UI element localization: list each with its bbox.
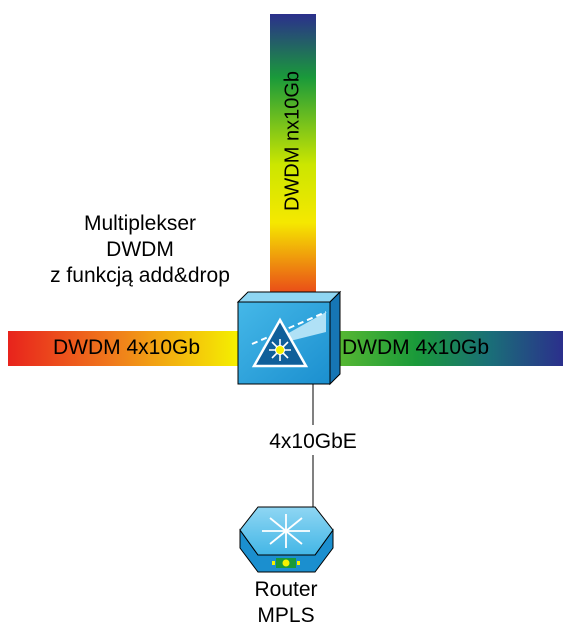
router-caption: Router MPLS <box>236 577 336 629</box>
link-label: 4x10GbE <box>269 430 357 453</box>
router-caption-line1: Router <box>254 578 318 601</box>
band-top-label: DWDM nx10Gb <box>281 70 304 212</box>
mux-caption: Multiplekser DWDM z funkcją add&drop <box>40 211 240 289</box>
band-right-label: DWDM 4x10Gb <box>342 336 490 359</box>
band-left <box>8 331 240 366</box>
band-right <box>337 331 563 366</box>
band-top <box>270 14 316 304</box>
mux-caption-line2: DWDM <box>106 238 174 261</box>
mux-caption-line1: Multiplekser <box>83 212 197 235</box>
band-left-label: DWDM 4x10Gb <box>53 336 201 359</box>
mux-caption-line3: z funkcją add&drop <box>50 264 230 287</box>
router-icon[interactable] <box>239 506 334 573</box>
dwdm-multiplexer-icon[interactable] <box>236 290 342 386</box>
router-caption-line2: MPLS <box>257 604 315 627</box>
